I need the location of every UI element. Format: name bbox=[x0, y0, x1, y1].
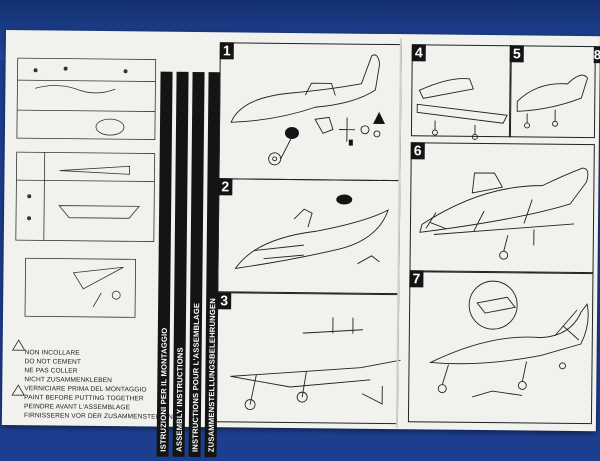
paint-triangle-icon bbox=[11, 384, 25, 396]
propeller-icon-6 bbox=[425, 212, 447, 230]
aircraft-assembly-diagram-icon bbox=[230, 54, 401, 411]
instruction-sheet: NON INCOLLARE DO NOT CEMENT NE PAS COLLE… bbox=[1, 30, 600, 458]
magnifier-detail-callout-icon bbox=[468, 280, 518, 330]
parts-sprue-diagram-icon bbox=[11, 57, 157, 396]
warning-triangle-icon bbox=[11, 339, 26, 351]
propeller-icon bbox=[338, 117, 355, 142]
step-number-8: 8 bbox=[593, 46, 600, 64]
propeller-icon-7 bbox=[554, 309, 580, 341]
aircraft-assembly-diagram-right-icon bbox=[416, 74, 589, 398]
